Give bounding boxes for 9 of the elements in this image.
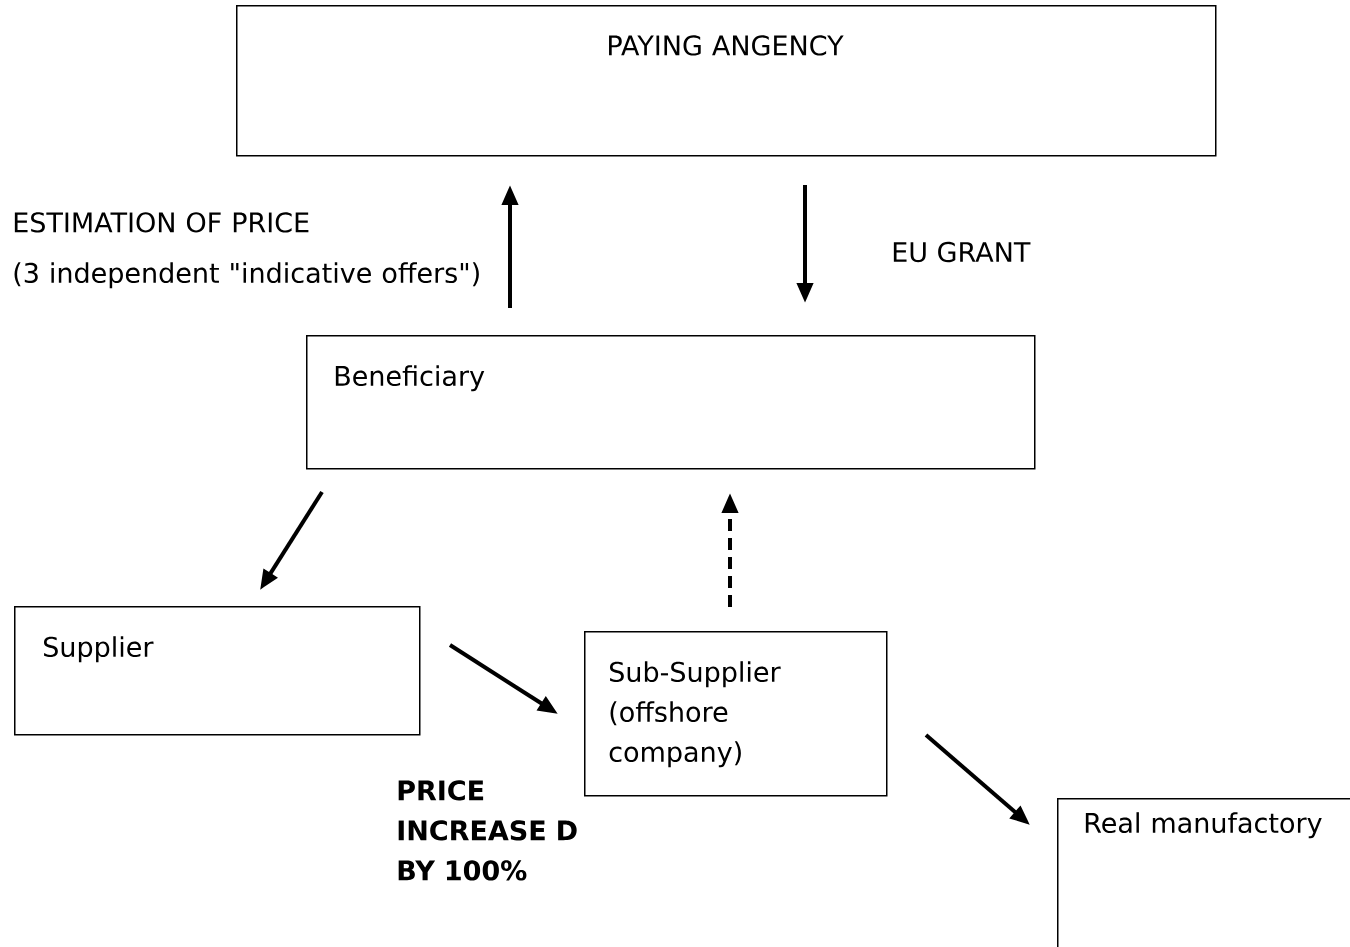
edge-label: EU GRANT <box>890 240 1032 264</box>
note-text: (3 independent "indicative offers") <box>14 262 479 289</box>
note-text: PRICE INCREASE D BY 100% <box>398 780 577 881</box>
process-box: Supplier <box>14 606 421 736</box>
process-box: Sub-Supplier (offshore company) <box>584 631 888 797</box>
process-box: Real manufactory <box>1057 798 1350 947</box>
process-box: Beneficiary <box>306 335 1036 470</box>
process-box: PAYING ANGENCY <box>236 5 1217 157</box>
note-text: ESTIMATION OF PRICE <box>14 212 309 233</box>
